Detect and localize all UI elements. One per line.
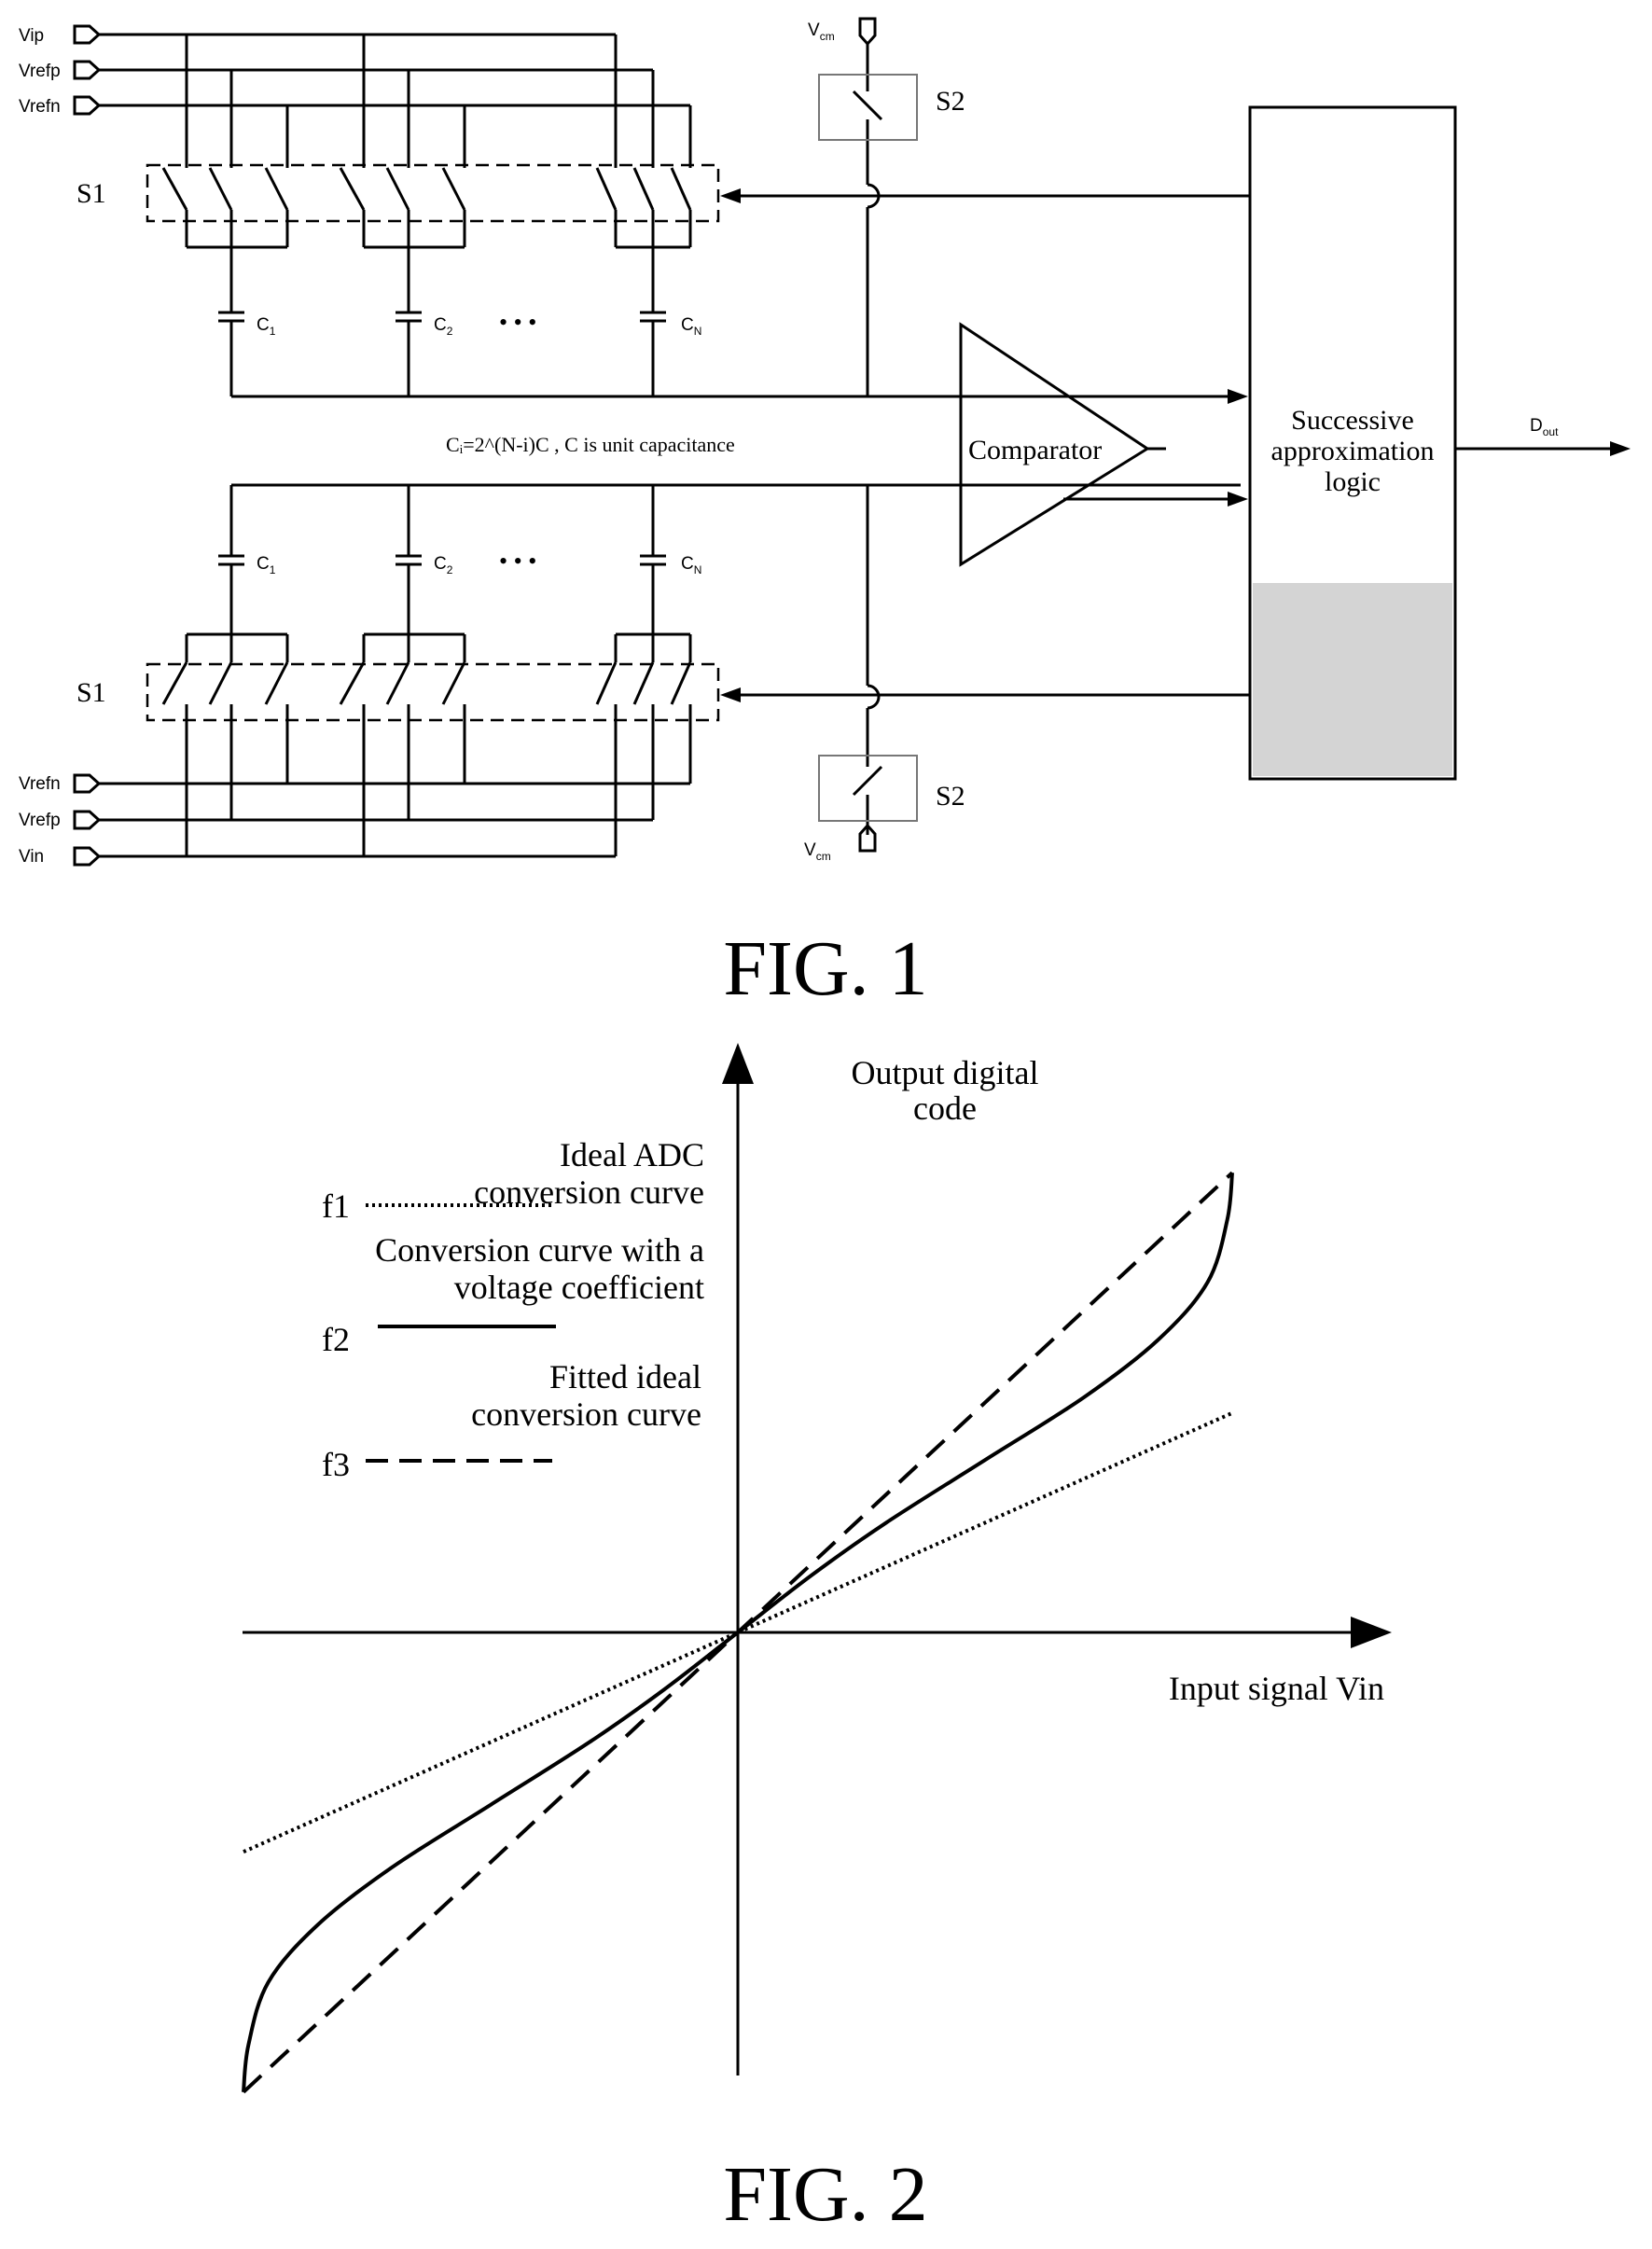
pin-vin-symbol	[75, 848, 99, 865]
s2-label-bottom: S2	[936, 781, 965, 812]
fig2-caption: FIG. 2	[723, 2151, 927, 2238]
cap-ellipsis-bottom: • • •	[499, 548, 536, 575]
comparator-label: Comparator	[968, 435, 1102, 465]
s1-label-bottom: S1	[76, 677, 106, 708]
pin-vrefp-bottom-symbol	[75, 812, 99, 828]
legend-f1-key: f1	[322, 1187, 350, 1225]
cap-label-c2-top: C2	[434, 315, 453, 338]
pin-vip-symbol	[75, 26, 99, 43]
legend-f3-text-1: Fitted ideal	[549, 1358, 701, 1395]
pin-vrefp-symbol	[75, 62, 99, 78]
pins-top: Vip Vrefp Vrefn	[19, 26, 690, 117]
legend-f3-text-2: conversion curve	[471, 1395, 701, 1433]
s2-label-top: S2	[936, 86, 965, 117]
comparator: Comparator	[961, 325, 1248, 564]
sar-logic-block: Successive approximation logic Dout	[1250, 107, 1631, 779]
capacitance-formula: Cᵢ=2^(N-i)C , C is unit capacitance	[446, 433, 735, 456]
cap-label-c1-top: C1	[257, 315, 276, 338]
pin-vrefn-bottom-symbol	[75, 775, 99, 792]
pins-bottom: Vrefn Vrefp Vin	[19, 774, 690, 867]
legend-f3-key: f3	[322, 1446, 350, 1483]
chart-legend: Ideal ADC conversion curve f1 Conversion…	[322, 1136, 704, 1483]
s1-dashed-box-top	[147, 165, 718, 221]
y-axis-label-1: Output digital	[852, 1054, 1039, 1091]
dout-label: Dout	[1530, 416, 1559, 438]
s1-dashed-box-bottom	[147, 664, 718, 720]
legend-f2-text-1: Conversion curve with a	[375, 1231, 704, 1269]
y-axis-label-2: code	[913, 1090, 977, 1127]
fig2-chart: Output digital code Input signal Vin Ide…	[243, 1043, 1392, 2238]
pin-label-vip: Vip	[19, 26, 44, 46]
x-axis-label: Input signal Vin	[1169, 1670, 1384, 1707]
vcm-label-top: Vcm	[808, 21, 835, 43]
cap-array-top: C1 C2 CN • • •	[218, 309, 1241, 396]
sar-logic-label-3: logic	[1325, 466, 1381, 497]
pin-label-vrefp: Vrefp	[19, 62, 61, 81]
legend-f2-text-2: voltage coefficient	[454, 1269, 704, 1306]
s1-switch-array-bottom: S1	[76, 634, 718, 856]
cap-ellipsis-top: • • •	[499, 309, 536, 336]
fig1-schematic: Vip Vrefp Vrefn	[19, 19, 1631, 1012]
cap-label-cn-top: CN	[681, 315, 701, 338]
vcm-label-bottom: Vcm	[804, 840, 831, 863]
x-axis-arrow	[1351, 1617, 1392, 1648]
pin-label-vrefn-bottom: Vrefn	[19, 774, 61, 794]
s1-label-top: S1	[76, 178, 106, 209]
legend-f1-text-2: conversion curve	[474, 1173, 704, 1211]
sar-logic-label-1: Successive	[1291, 405, 1414, 436]
s1-switch-array-top: S1	[76, 35, 718, 312]
sar-logic-shaded-region	[1253, 583, 1452, 776]
cap-label-c2-bottom: C2	[434, 554, 453, 576]
pin-label-vrefn: Vrefn	[19, 97, 61, 117]
legend-f1-text-1: Ideal ADC	[560, 1136, 704, 1173]
legend-f2-key: f2	[322, 1321, 350, 1358]
pin-vrefn-symbol	[75, 97, 99, 114]
vcm-switch-top: Vcm S2	[808, 19, 965, 396]
vcm-pin-top	[860, 19, 875, 44]
cap-label-c1-bottom: C1	[257, 554, 276, 576]
sar-logic-label-2: approximation	[1271, 436, 1435, 466]
y-axis-arrow	[722, 1043, 754, 1084]
pin-label-vrefp-bottom: Vrefp	[19, 811, 61, 830]
pin-label-vin: Vin	[19, 847, 44, 867]
fig1-caption: FIG. 1	[723, 925, 927, 1012]
cap-label-cn-bottom: CN	[681, 554, 701, 576]
vcm-switch-bottom: S2 Vcm	[804, 485, 965, 863]
cap-array-bottom: C1 C2 CN • • •	[218, 485, 1241, 634]
